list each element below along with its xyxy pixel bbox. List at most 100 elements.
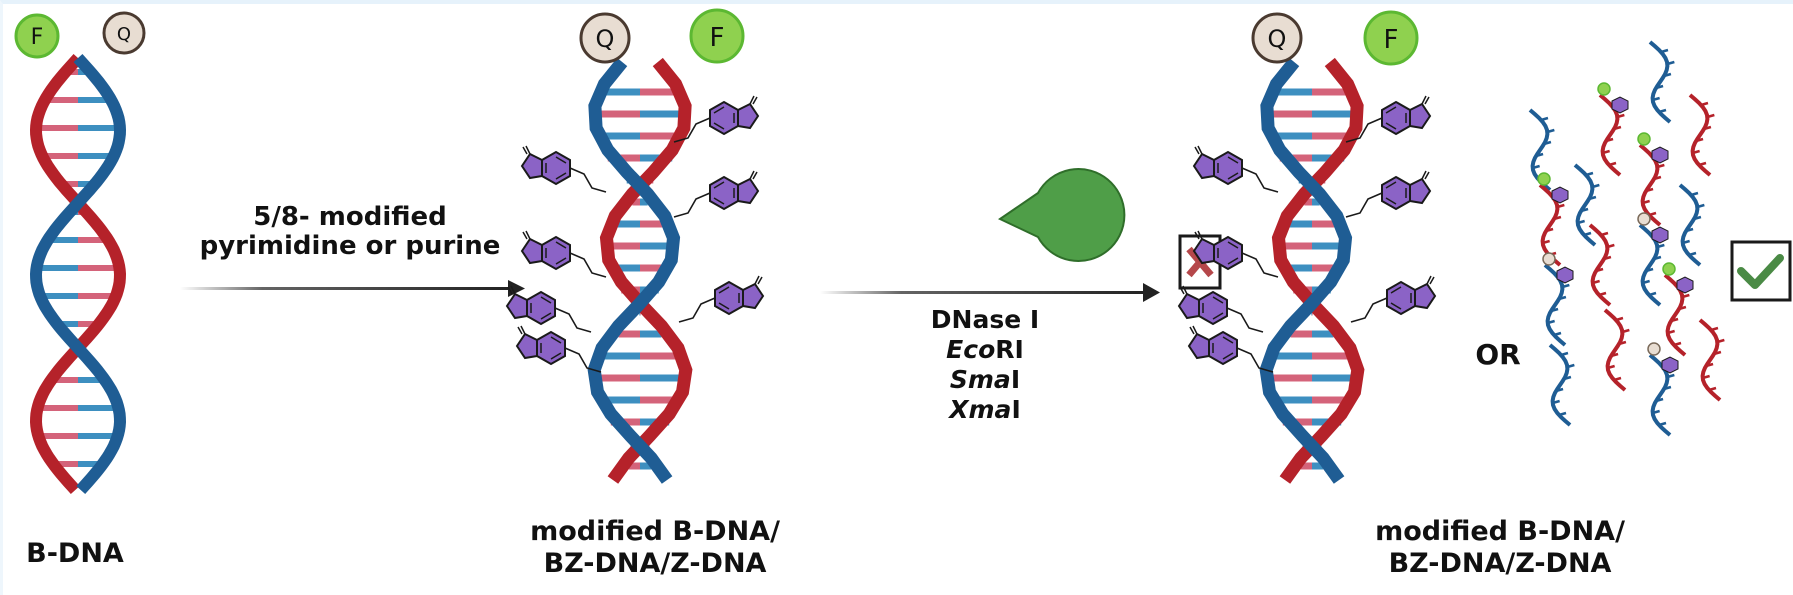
fragment-base (1708, 386, 1717, 392)
fragment-base (1697, 203, 1705, 209)
linker (554, 307, 592, 333)
fragment-base (1562, 283, 1570, 289)
linker (1345, 192, 1383, 218)
fragment-base (1610, 352, 1619, 358)
or-label: OR (1475, 338, 1521, 371)
fragment-base (1710, 326, 1719, 332)
result-dna-label: modified B-DNA/ BZ-DNA/Z-DNA (1345, 516, 1655, 580)
fragment-base (1685, 227, 1694, 233)
dna-fragment (1688, 93, 1712, 177)
fragment-base (1542, 239, 1550, 245)
fragment-base (1663, 72, 1672, 78)
fluorophore-f-text: F (710, 23, 725, 53)
fragment-base (1698, 161, 1707, 167)
fragment-base (1652, 96, 1660, 102)
fragment-base (1622, 328, 1630, 334)
fragment-base (1607, 364, 1615, 370)
indole-icon (1178, 285, 1228, 325)
fragment-base (1600, 231, 1609, 237)
modifier-group-icon (516, 325, 602, 373)
modification-arrow (180, 280, 525, 297)
strand-blue (1259, 57, 1353, 484)
enzyme-item: XmaI (895, 395, 1075, 425)
fragment-base (1692, 149, 1700, 155)
fragment-base (1557, 203, 1565, 209)
modifier-group-icon (1193, 230, 1279, 278)
fragment-base (1653, 175, 1662, 181)
fragment-base (1583, 231, 1592, 237)
dna-fragment (1548, 343, 1572, 427)
modifier-group-icon (1345, 170, 1431, 218)
fragment-base (1595, 267, 1604, 273)
fragment-base (1577, 219, 1585, 225)
fragment-base (1592, 279, 1600, 285)
fragment-base (1617, 113, 1625, 119)
quencher-icon (1637, 212, 1651, 226)
fragment-base (1645, 267, 1654, 273)
fragment-base (1547, 128, 1555, 134)
dna-fragment (1573, 163, 1597, 247)
enzyme-list: DNase I EcoRI SmaI XmaI (895, 305, 1075, 425)
fragment-base (1657, 243, 1665, 249)
fragment-base (1567, 363, 1575, 369)
linker (1345, 117, 1383, 143)
enzyme-normal: I (1010, 365, 1021, 394)
fragment-base (1690, 191, 1699, 197)
dna-fragment (1603, 308, 1627, 392)
fragment-base (1655, 84, 1664, 90)
fragment-base (1673, 341, 1682, 347)
strand-red (599, 57, 693, 484)
indole-icon (1386, 275, 1436, 315)
fragment-base (1652, 409, 1660, 415)
fragment-base (1695, 137, 1704, 143)
b-dna-helix (29, 53, 127, 495)
modifier-group-icon (1178, 285, 1264, 333)
fragment-base (1615, 316, 1624, 322)
enzyme-item: SmaI (895, 365, 1075, 395)
fragment-base (1678, 305, 1687, 311)
fragment-base (1553, 215, 1562, 221)
modifier-icon (1551, 186, 1569, 204)
fragment-base (1558, 411, 1567, 417)
dna-fragment (1698, 318, 1722, 402)
indole-icon (521, 145, 571, 185)
fragment-base (1702, 374, 1710, 380)
dna-fragment (1648, 40, 1672, 124)
digested-fragments (1528, 40, 1725, 437)
fragment-base (1660, 48, 1669, 54)
modified-dna-label: modified B-DNA/ BZ-DNA/Z-DNA (505, 516, 805, 580)
dna-fragment (1528, 108, 1552, 192)
fragment-base (1598, 291, 1607, 297)
linker (1350, 297, 1388, 323)
dna-fragment (1588, 223, 1612, 307)
fragment-base (1663, 385, 1672, 391)
linker (569, 167, 607, 193)
modification-step-label: 5/8- modified pyrimidine or purine (170, 202, 530, 261)
fragment-base (1667, 373, 1675, 379)
linker (673, 117, 711, 143)
fragment-base (1553, 331, 1562, 337)
modifier-icon (1676, 276, 1694, 294)
fragment-base (1703, 125, 1712, 131)
fluorophore-f-text: F (1384, 25, 1399, 55)
modifier-group-icon (673, 170, 759, 218)
fragment-base (1555, 387, 1564, 393)
result-fluorophore: F (1363, 10, 1419, 66)
modifier-group-icon (1193, 145, 1279, 193)
modifier-icon (1651, 146, 1669, 164)
enzyme-normal: RI (995, 335, 1024, 364)
fragment-base (1540, 116, 1549, 122)
indole-icon (1193, 145, 1243, 185)
indole-icon (516, 325, 566, 365)
enzyme-italic: Sma (949, 365, 1011, 394)
modified-quencher: Q (579, 12, 631, 64)
fragment-base (1560, 351, 1569, 357)
fragment-base (1645, 187, 1654, 193)
modifier-group-icon (506, 285, 592, 333)
linker (673, 192, 711, 218)
fragment-base (1545, 227, 1554, 233)
b-dna-quencher: Q (102, 11, 146, 55)
fragment-base (1642, 279, 1650, 285)
strand-red (1271, 57, 1365, 484)
